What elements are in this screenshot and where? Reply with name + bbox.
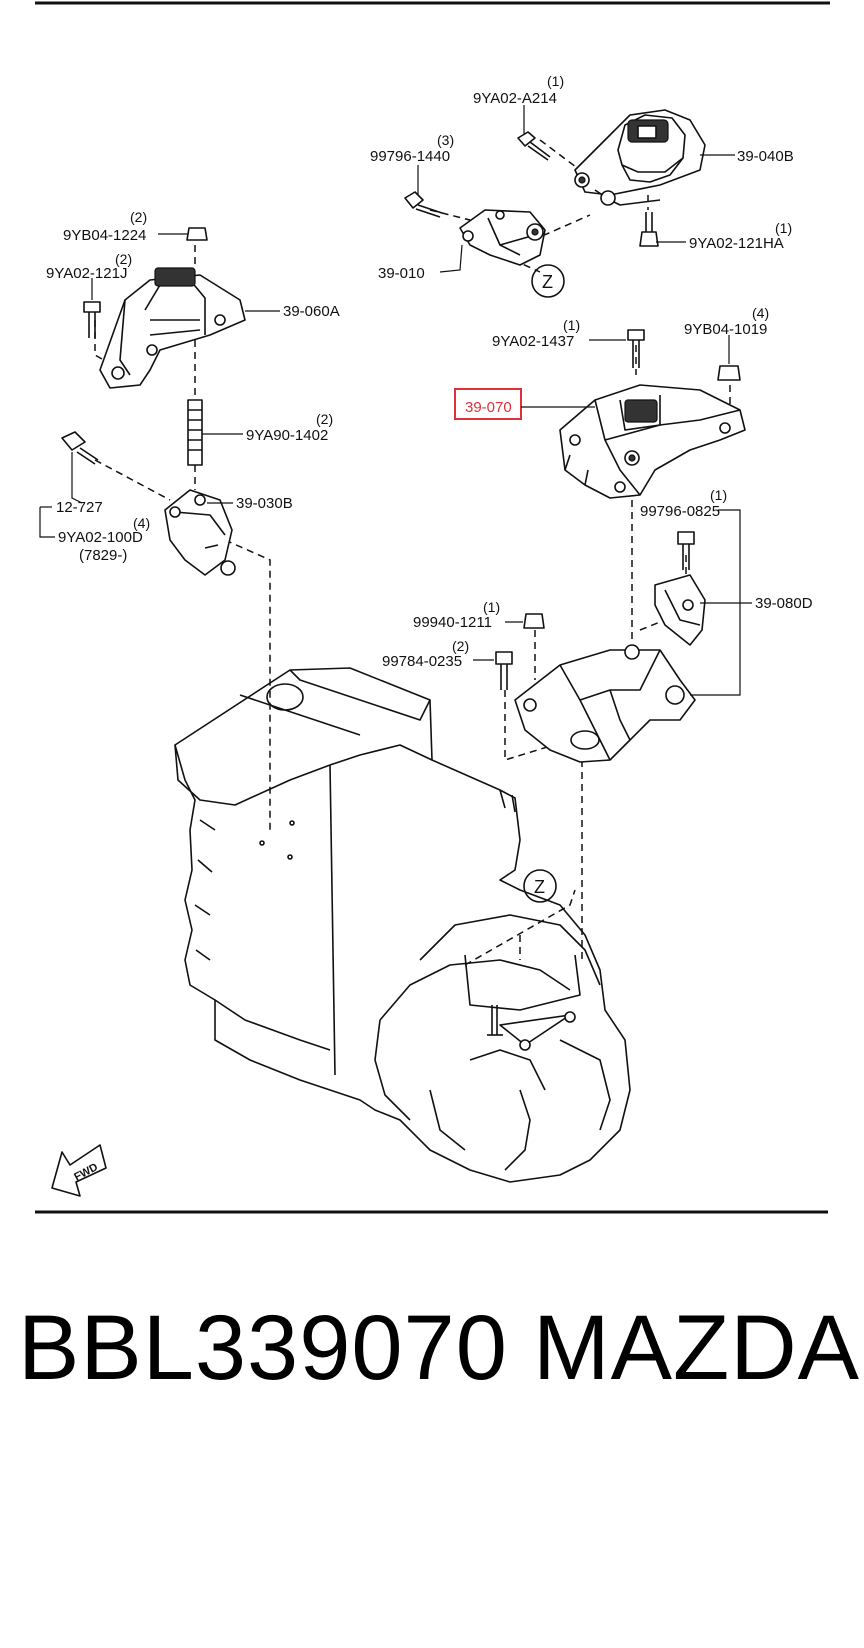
label-99796-1440: 99796-1440 (370, 148, 450, 165)
label-12-727: 12-727 (56, 499, 103, 516)
bolt-99796-1440 (404, 191, 443, 218)
bracket-39-010 (459, 209, 546, 266)
serial-note: (7829-) (79, 547, 127, 564)
view-z-label-top: Z (542, 272, 553, 292)
stud-9ya90-1402 (187, 399, 203, 466)
qty-9ya90-1402: (2) (316, 411, 333, 427)
label-39-080d: 39-080D (755, 595, 813, 612)
brand-name: MAZDA (533, 1297, 860, 1399)
mount-39-060a (99, 267, 246, 389)
label-9ya02-121ha: 9YA02-121HA (689, 235, 784, 252)
part-number: BBL339070 (18, 1297, 508, 1399)
qty-9ya02-a214: (1) (547, 73, 564, 89)
qty-9ya02-1437: (1) (563, 317, 580, 333)
qty-99940-1211: (1) (483, 599, 500, 615)
label-39-070: 39-070 (465, 399, 512, 416)
mount-39-070 (559, 384, 746, 499)
caption: BBL339070 MAZDA (0, 1288, 864, 1408)
engine-mount-diagram: Z (35, 1, 830, 1214)
highlight-box (454, 388, 522, 420)
label-9ya02-1437: 9YA02-1437 (492, 333, 574, 350)
qty-9yb04-1019: (4) (752, 305, 769, 321)
mount-39-040b (574, 109, 706, 206)
bolt-12-727 (61, 431, 99, 465)
label-9ya02-a214: 9YA02-A214 (473, 90, 557, 107)
label-39-040b: 39-040B (737, 148, 794, 165)
label-39-060a: 39-060A (283, 303, 340, 320)
bolt-9ya02-1437 (627, 329, 645, 368)
label-99940-1211: 99940-1211 (413, 614, 492, 631)
bracket-39-080d (654, 574, 706, 646)
qty-9ya02-121ha: (1) (775, 220, 792, 236)
view-z-callout-top: Z (531, 264, 565, 298)
qty-9ya02-121j: (2) (115, 251, 132, 267)
qty-99784-0235: (2) (452, 638, 469, 654)
bolt-9ya02-121j (83, 301, 101, 338)
label-9yb04-1224: 9YB04-1224 (63, 227, 146, 244)
qty-99796-1440: (3) (437, 132, 454, 148)
label-9yb04-1019: 9YB04-1019 (684, 321, 767, 338)
view-z-callout-engine: Z (523, 869, 557, 903)
label-9ya02-100d: 9YA02-100D (58, 529, 143, 546)
label-99784-0235: 99784-0235 (382, 653, 462, 670)
bolt-9ya02-a214 (517, 131, 551, 161)
bracket-lower-transaxle (514, 644, 696, 763)
label-9ya02-121j: 9YA02-121J (46, 265, 127, 282)
engine-block (174, 667, 631, 1183)
leader-lines (39, 105, 752, 696)
view-z-label-engine: Z (534, 877, 545, 897)
nut-99940-1211 (523, 613, 545, 629)
fwd-arrow: FWD (51, 1144, 107, 1197)
label-99796-0825: 99796-0825 (640, 503, 720, 520)
label-39-030b: 39-030B (236, 495, 293, 512)
bolt-99784-0235 (495, 651, 513, 690)
nut-9yb04-1019 (717, 365, 741, 381)
bolt-9ya02-121ha (639, 212, 659, 247)
qty-9ya02-100d: (4) (133, 515, 150, 531)
part-labels: (1) 9YA02-A214 (3) 99796-1440 39-040B (1… (46, 73, 813, 670)
label-9ya90-1402: 9YA90-1402 (246, 427, 328, 444)
qty-99796-0825: (1) (710, 487, 727, 503)
bracket-39-030b (164, 489, 236, 576)
nut-9yb04-1224 (186, 227, 208, 241)
bolt-99796-0825 (677, 531, 695, 570)
label-39-010: 39-010 (378, 265, 425, 282)
qty-9yb04-1224: (2) (130, 209, 147, 225)
